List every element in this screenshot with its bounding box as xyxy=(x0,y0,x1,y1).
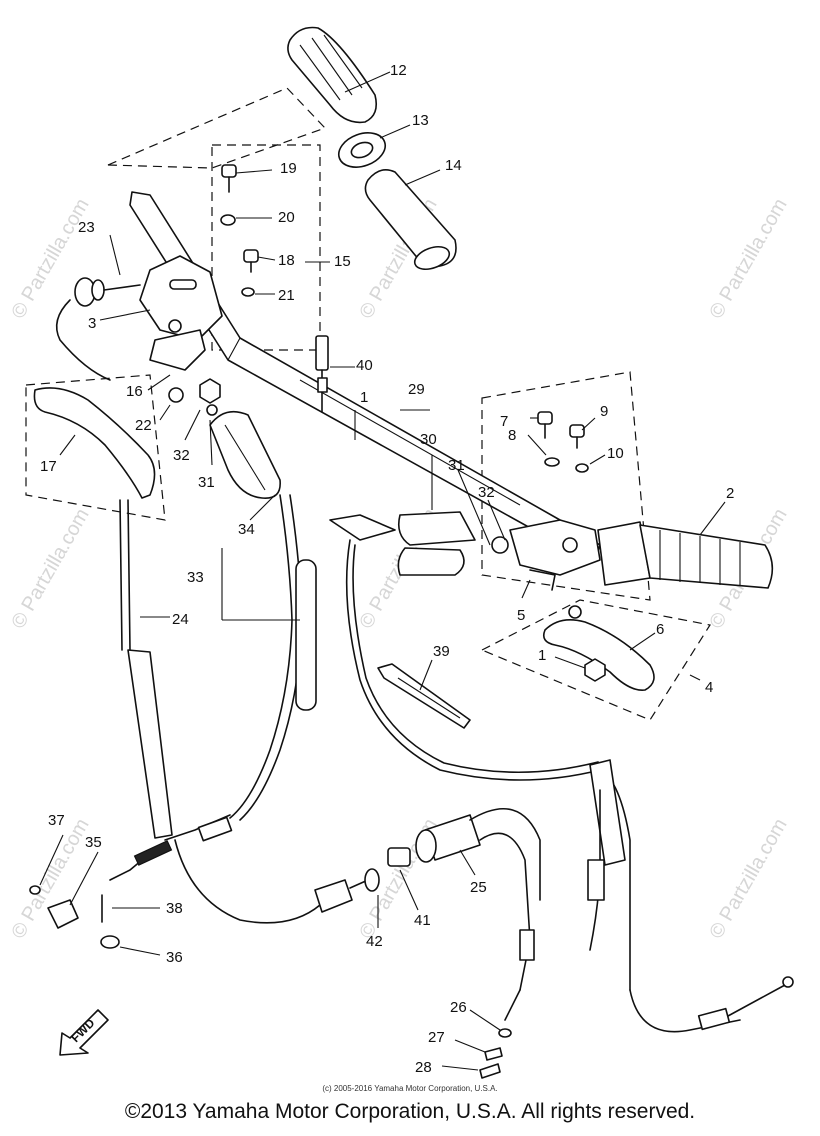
callout-2: 2 xyxy=(726,485,734,502)
callout-5: 5 xyxy=(517,607,525,624)
callout-8: 8 xyxy=(508,427,516,444)
callout-26: 26 xyxy=(450,999,467,1016)
callout-29: 29 xyxy=(408,381,425,398)
footer-copyright: ©2013 Yamaha Motor Corporation, U.S.A. A… xyxy=(124,1100,696,1123)
callout-1b: 1 xyxy=(538,647,546,664)
callout-16: 16 xyxy=(126,383,143,400)
cable-tie-39 xyxy=(377,663,471,729)
callout-9: 9 xyxy=(600,403,608,420)
handlebar xyxy=(129,191,601,561)
callout-19: 19 xyxy=(280,160,297,177)
callout-37: 37 xyxy=(48,812,65,829)
callout-30: 30 xyxy=(420,431,437,448)
callout-34: 34 xyxy=(238,521,255,538)
left-grip xyxy=(209,410,281,499)
group-boxes xyxy=(25,87,711,721)
callout-18: 18 xyxy=(278,252,295,269)
carb-cable-25 xyxy=(415,789,605,1021)
watermark: © Partzilla.com xyxy=(7,815,93,943)
callout-28: 28 xyxy=(415,1059,432,1076)
callout-22: 22 xyxy=(135,417,152,434)
callout-32a: 32 xyxy=(173,447,190,464)
callout-10: 10 xyxy=(607,445,624,462)
throttle-cable-33 xyxy=(174,494,369,924)
cable-adjuster-left xyxy=(55,277,141,381)
callout-14: 14 xyxy=(445,157,462,174)
clutch-lever-assembly xyxy=(33,329,221,499)
part-callouts: 12 13 14 19 20 18 15 21 23 3 40 1 29 30 … xyxy=(40,62,734,1076)
callout-17: 17 xyxy=(40,458,57,475)
throttle-housing xyxy=(329,511,601,576)
callout-27: 27 xyxy=(428,1029,445,1046)
clutch-cable xyxy=(109,499,233,881)
callout-39: 39 xyxy=(433,643,450,660)
callout-40: 40 xyxy=(356,357,373,374)
callout-7: 7 xyxy=(500,413,508,430)
fwd-arrow-icon: FWD xyxy=(59,1009,109,1056)
cable-tie-40 xyxy=(315,335,329,413)
brake-lever-assembly xyxy=(529,411,655,691)
watermark: © Partzilla.com xyxy=(705,195,791,323)
callout-31a: 31 xyxy=(198,474,215,491)
left-switch-housing xyxy=(139,255,223,341)
callout-24: 24 xyxy=(172,611,189,628)
callout-15: 15 xyxy=(334,253,351,270)
small-copyright: (c) 2005-2016 Yamaha Motor Corporation, … xyxy=(322,1084,498,1093)
throttle-cable-29 xyxy=(345,539,794,1033)
callout-12: 12 xyxy=(390,62,407,79)
callout-36: 36 xyxy=(166,949,183,966)
callout-6: 6 xyxy=(656,621,664,638)
right-grip-parts xyxy=(287,26,457,271)
callout-23: 23 xyxy=(78,219,95,236)
right-grip xyxy=(597,521,774,589)
callout-41: 41 xyxy=(414,912,431,929)
watermark: © Partzilla.com xyxy=(7,505,93,633)
small-fasteners xyxy=(29,847,512,1079)
watermark: © Partzilla.com xyxy=(705,815,791,943)
callout-42: 42 xyxy=(366,933,383,950)
callout-31b: 31 xyxy=(448,457,465,474)
callout-35: 35 xyxy=(85,834,102,851)
callout-32b: 32 xyxy=(478,484,495,501)
callout-13: 13 xyxy=(412,112,429,129)
callout-1a: 1 xyxy=(360,389,368,406)
callout-20: 20 xyxy=(278,209,295,226)
leader-lines xyxy=(39,71,726,1071)
callout-38: 38 xyxy=(166,900,183,917)
callout-4: 4 xyxy=(705,679,713,696)
callout-21: 21 xyxy=(278,287,295,304)
callout-25: 25 xyxy=(470,879,487,896)
callout-3: 3 xyxy=(88,315,96,332)
callout-33: 33 xyxy=(187,569,204,586)
switch-screws xyxy=(220,164,259,297)
